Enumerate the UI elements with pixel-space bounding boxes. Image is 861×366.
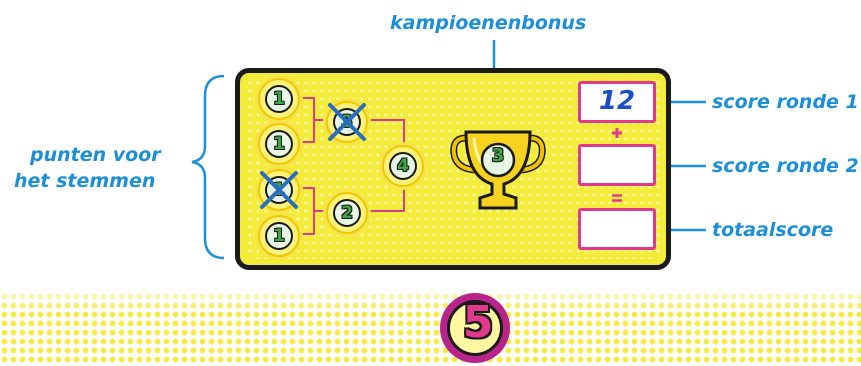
trophy-value: 3 xyxy=(491,145,505,166)
score-round-1-box: 12 xyxy=(578,81,656,123)
total-score-label: totaalscore xyxy=(712,219,834,241)
vote-coin-value: 2 xyxy=(333,199,361,227)
cross-out-mark xyxy=(328,103,366,141)
champion-trophy: 3 xyxy=(448,126,548,218)
plus-icon xyxy=(611,127,623,138)
badge-inner xyxy=(447,300,503,356)
vote-coin-r1-2: 1 xyxy=(258,123,300,165)
left-brace xyxy=(191,74,225,260)
score-round-2-label: score ronde 2 xyxy=(712,155,859,177)
vote-coin-r2-1: 3 xyxy=(326,101,368,143)
step-number-badge: 5 xyxy=(438,293,516,363)
vote-coin-r2-2: 2 xyxy=(326,192,368,234)
vote-coin-r1-3: 1 xyxy=(258,169,300,211)
champion-bonus-label: kampioenenbonus xyxy=(390,12,587,34)
vote-coin-r1-1: 1 xyxy=(258,78,300,120)
equals-icon xyxy=(611,193,623,203)
vote-coin-r3-1: 4 xyxy=(382,145,424,187)
score-round-2-box xyxy=(578,144,656,186)
cross-out-mark xyxy=(260,171,298,209)
vote-coin-value: 1 xyxy=(265,130,293,158)
vote-coin-value: 1 xyxy=(265,222,293,250)
score-round-1-value: 12 xyxy=(598,86,636,116)
vote-coin-r1-4: 1 xyxy=(258,215,300,257)
voting-points-label-line1: punten voor xyxy=(30,144,161,166)
step-number: 5 xyxy=(462,297,494,348)
total-score-box xyxy=(578,208,656,250)
voting-points-label-line2: het stemmen xyxy=(14,170,156,192)
vote-coin-value: 1 xyxy=(265,85,293,113)
dotted-background-fade xyxy=(0,282,861,312)
score-round-1-label: score ronde 1 xyxy=(712,91,859,113)
vote-coin-value: 4 xyxy=(389,152,417,180)
trophy-icon xyxy=(450,130,546,210)
